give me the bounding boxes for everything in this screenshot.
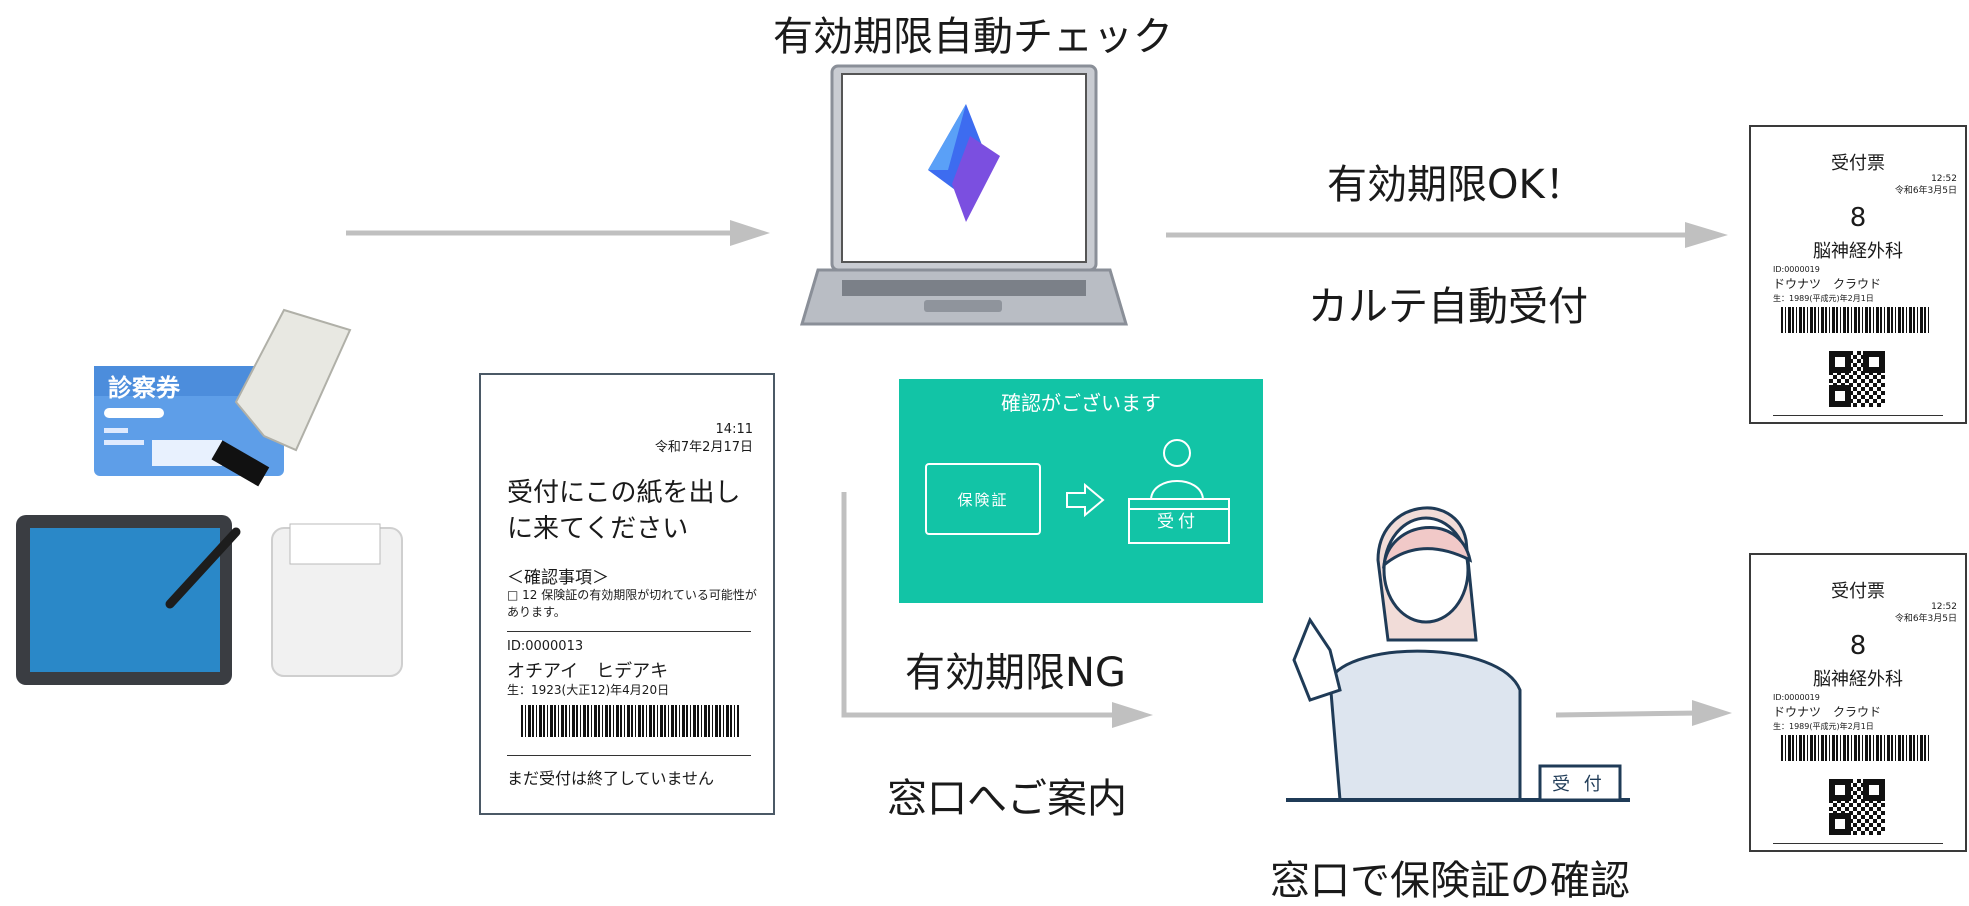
slip-divider <box>507 631 751 632</box>
ticket-name: ドウナツ クラウド <box>1773 705 1882 719</box>
arrow-right-icon <box>1066 483 1105 517</box>
desk-sign: 受 付 <box>1552 774 1606 795</box>
ticket-date: 令和6年3月5日 <box>1894 614 1957 624</box>
ticket-qr-code <box>1829 779 1885 835</box>
valid-ok-label: 有効期限OK！ <box>1327 162 1585 208</box>
ticket-id: ID:0000019 <box>1773 693 1820 702</box>
reception-ticket-top: 受付票 12:52 令和6年3月5日 8 脳神経外科 ID:0000019 ドウ… <box>1749 125 1967 424</box>
arrow-ng-path <box>841 492 1153 728</box>
slip-id: ID:0000013 <box>507 639 584 654</box>
barcode-scanner-icon <box>211 308 352 487</box>
auto-check-label: 有効期限自動チェック <box>773 14 1173 60</box>
window-confirm-label: 窓口で保険証の確認 <box>1270 858 1630 904</box>
printer-icon <box>271 523 403 677</box>
ticket-number: 8 <box>1849 203 1867 233</box>
insurance-card-box: 保険証 <box>925 463 1041 535</box>
slip-divider-bottom <box>507 755 751 756</box>
ticket-divider <box>1773 843 1943 844</box>
ticket-barcode <box>1781 307 1931 333</box>
reception-desk-label: 受付 <box>1157 512 1199 532</box>
auto-reception-label: カルテ自動受付 <box>1308 284 1588 330</box>
arrow-to-ticket-top <box>1166 222 1728 248</box>
slip-name: オチアイ ヒデアキ <box>507 661 669 682</box>
valid-ng-label: 有効期限NG <box>905 650 1126 696</box>
confirmation-screen: 確認がございます 保険証 受付 <box>899 379 1263 603</box>
ticket-time: 12:52 <box>1931 174 1957 184</box>
arrow-to-ticket-bottom <box>1555 700 1732 726</box>
ticket-title: 受付票 <box>1831 581 1885 602</box>
reception-ticket-bottom: 受付票 12:52 令和6年3月5日 8 脳神経外科 ID:0000019 ドウ… <box>1749 553 1967 852</box>
slip-barcode <box>521 705 739 737</box>
slip-time: 14:11 <box>715 422 753 437</box>
slip-confirm-item: □ 12 保険証の有効期限が切れている可能性があります。 <box>507 588 757 619</box>
slip-heading-line2: に来てください <box>507 514 689 544</box>
ticket-number: 8 <box>1849 631 1867 661</box>
slip-date: 令和7年2月17日 <box>654 440 753 455</box>
screen-title: 確認がございます <box>1001 391 1161 415</box>
ticket-qr-code <box>1829 351 1885 407</box>
guide-window-label: 窓口へご案内 <box>887 776 1127 822</box>
slip-birth: 生：1923(大正12)年4月20日 <box>507 683 670 697</box>
slip-confirm-title: ＜確認事項＞ <box>507 568 609 588</box>
slip-heading: 受付にこの紙を出し に来てください <box>507 475 740 547</box>
patient-card-label: 診察券 <box>108 374 180 402</box>
ticket-divider <box>1773 415 1943 416</box>
ticket-birth: 生：1989(平成元)年2月1日 <box>1773 722 1874 731</box>
ticket-birth: 生：1989(平成元)年2月1日 <box>1773 294 1874 303</box>
arrow-to-laptop <box>346 220 770 246</box>
receptionist-icon <box>1286 506 1630 802</box>
ticket-name: ドウナツ クラウド <box>1773 277 1882 291</box>
ticket-department: 脳神経外科 <box>1813 241 1903 262</box>
ticket-department: 脳神経外科 <box>1813 669 1903 690</box>
slip-footer: まだ受付は終了していません <box>507 769 715 788</box>
tablet-icon <box>16 515 241 685</box>
ticket-barcode <box>1781 735 1931 761</box>
app-logo-icon <box>928 104 1000 222</box>
ticket-title: 受付票 <box>1831 153 1885 174</box>
ticket-id: ID:0000019 <box>1773 265 1820 274</box>
warning-slip: 14:11 令和7年2月17日 受付にこの紙を出し に来てください ＜確認事項＞… <box>479 373 775 815</box>
slip-heading-line1: 受付にこの紙を出し <box>507 478 741 508</box>
ticket-date: 令和6年3月5日 <box>1894 186 1957 196</box>
person-icon <box>1128 439 1230 544</box>
ticket-time: 12:52 <box>1931 602 1957 612</box>
